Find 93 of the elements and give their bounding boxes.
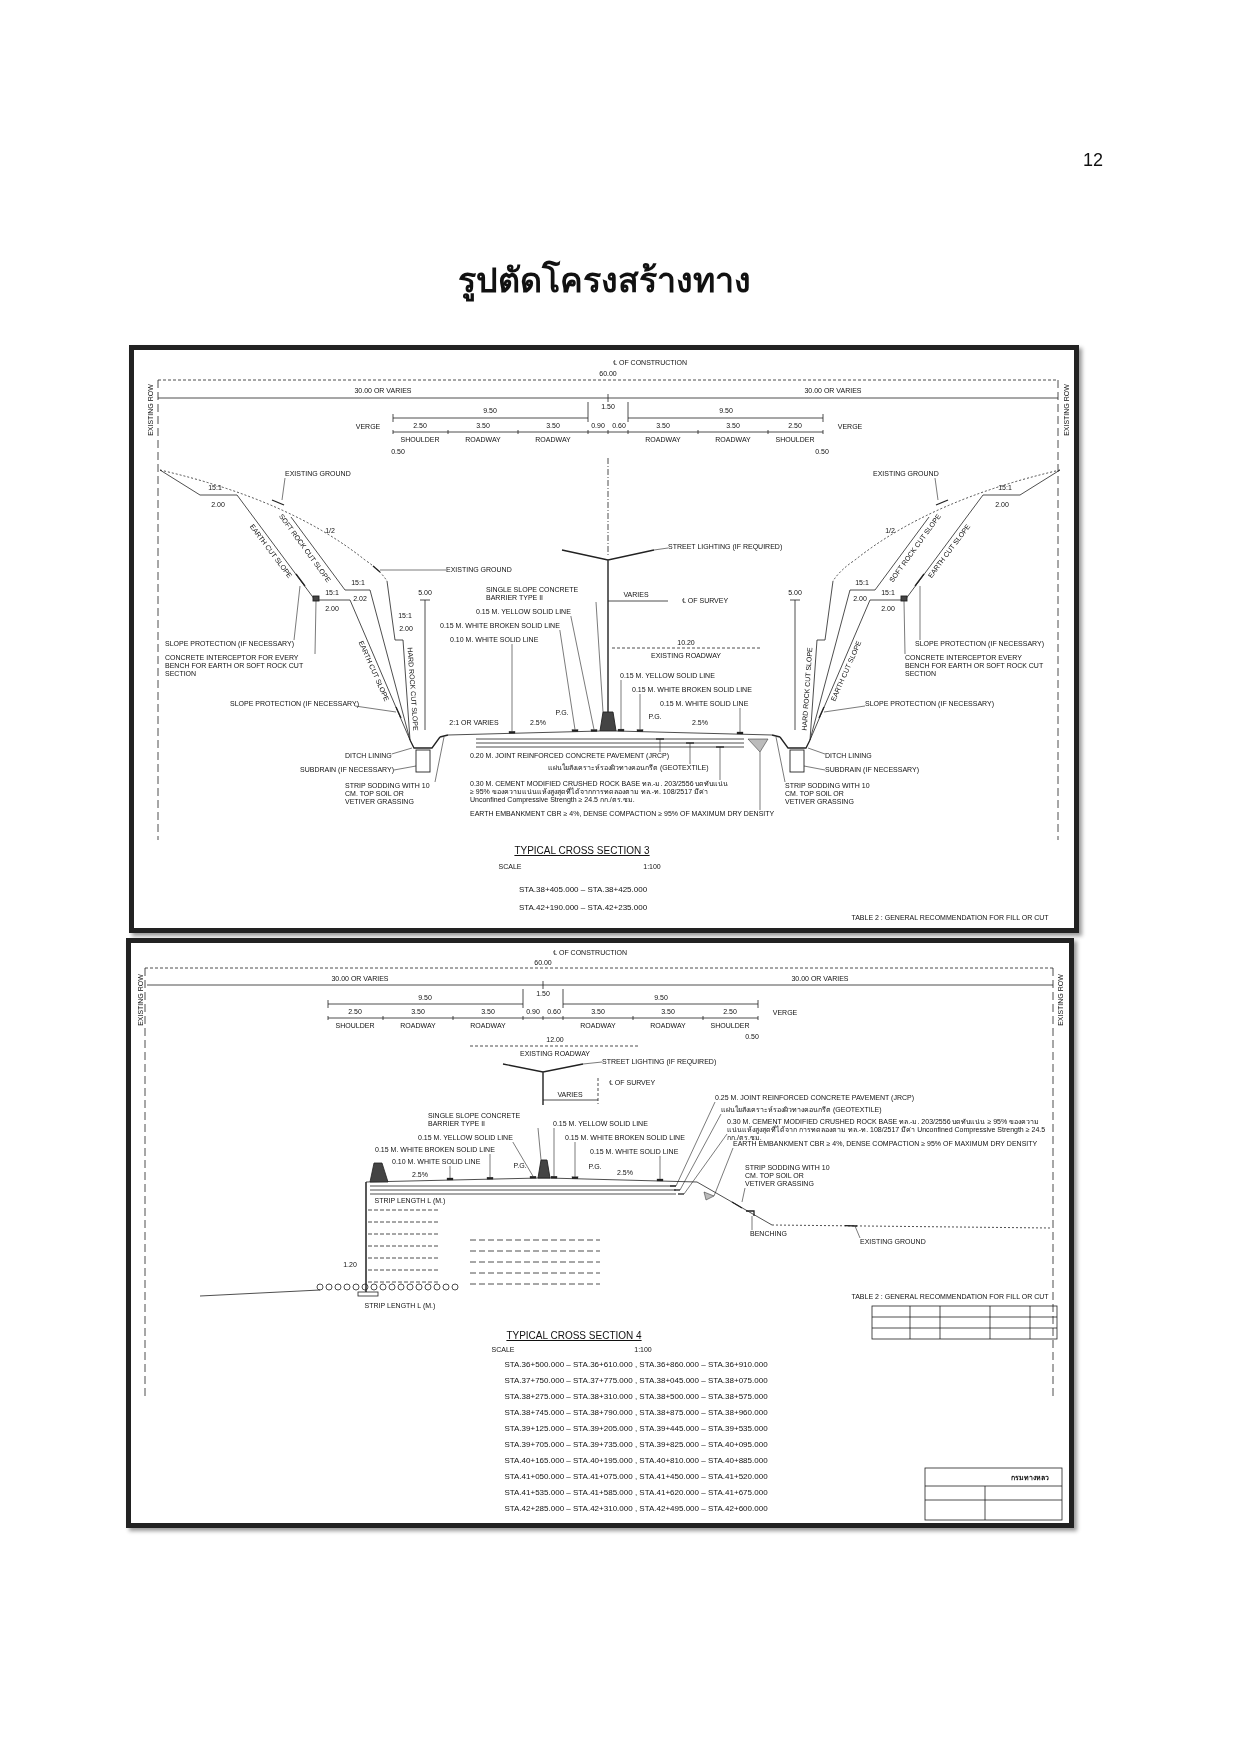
leader-line xyxy=(449,1165,451,1179)
lane-marking xyxy=(571,1176,579,1179)
leader-line xyxy=(919,585,921,641)
station-range: STA.38+405.000 – STA.38+425.000 xyxy=(518,886,648,894)
leader-line xyxy=(751,1215,753,1231)
leader-line xyxy=(314,600,317,655)
station-range: STA.37+750.000 – STA.37+775.000 , STA.38+045.000 – STA.38+075.000 xyxy=(504,1377,768,1385)
section-title: TYPICAL CROSS SECTION 4 xyxy=(506,1331,642,1341)
leader-line xyxy=(379,569,447,571)
page-number: 12 xyxy=(1083,151,1103,169)
ground-line xyxy=(844,1224,858,1227)
lane-marking xyxy=(571,729,579,732)
leader-line xyxy=(823,705,866,713)
street-light-drawing xyxy=(502,1063,584,1106)
barrier xyxy=(537,1159,551,1179)
leader-line xyxy=(854,1225,861,1239)
page-title: รูปตัดโครงสร้างทาง xyxy=(457,258,751,304)
ground-line xyxy=(935,499,949,506)
station-range: STA.40+165.000 – STA.40+195.000 , STA.40+810.000 – STA.40+885.000 xyxy=(504,1457,768,1465)
leader-line xyxy=(934,477,939,501)
slope-line xyxy=(295,573,306,587)
leader-line xyxy=(679,1113,722,1191)
leader-line xyxy=(620,679,622,730)
bench-step xyxy=(745,1210,755,1217)
station-range: STA.41+050.000 – STA.41+075.000 , STA.41+450.000 – STA.41+520.000 xyxy=(504,1473,768,1481)
leader-line xyxy=(489,1153,491,1178)
ditch xyxy=(779,736,811,749)
leader-line xyxy=(713,1147,734,1197)
leader-line xyxy=(393,765,417,771)
leader-line xyxy=(739,707,741,733)
leader-line xyxy=(653,547,669,551)
leader-line xyxy=(807,747,826,755)
sodding-strip xyxy=(731,1201,743,1209)
lane-marking xyxy=(636,729,644,732)
leader-line xyxy=(559,629,576,730)
lane-marking xyxy=(656,1178,664,1182)
station-range: STA.42+285.000 – STA.42+310.000 , STA.42+495.000 – STA.42+600.000 xyxy=(504,1505,768,1513)
slope-line xyxy=(818,706,825,719)
leader-line xyxy=(512,1141,534,1177)
leader-line xyxy=(582,1061,603,1065)
leader-line xyxy=(574,1141,576,1178)
lane-marking xyxy=(590,729,598,732)
leader-line xyxy=(354,705,397,713)
station-range: STA.41+535.000 – STA.41+585.000 , STA.41+620.000 – STA.41+675.000 xyxy=(504,1489,768,1497)
leader-line xyxy=(759,751,761,811)
lane-marking xyxy=(617,728,625,732)
sodding-strip xyxy=(771,734,781,738)
section-title: TYPICAL CROSS SECTION 3 xyxy=(514,846,650,856)
leader-line xyxy=(281,477,286,501)
ditch xyxy=(409,736,441,749)
leader-line xyxy=(659,738,661,753)
ground-line xyxy=(271,499,285,506)
leader-line xyxy=(903,600,906,655)
station-range: STA.42+190.000 – STA.42+235.000 xyxy=(518,904,648,912)
subdrain-pipe xyxy=(415,749,431,773)
leader-line xyxy=(675,1101,716,1187)
slope-line xyxy=(395,706,402,719)
leader-line xyxy=(639,693,641,730)
lane-marking xyxy=(486,1177,494,1180)
barrier xyxy=(599,711,617,732)
subdrain-pipe xyxy=(789,749,805,773)
station-range: STA.38+745.000 – STA.38+790.000 , STA.38+875.000 – STA.38+960.000 xyxy=(504,1409,768,1417)
leader-line xyxy=(570,615,595,730)
leader-line xyxy=(803,765,826,771)
slope-line xyxy=(914,573,925,587)
leader-line xyxy=(434,736,445,783)
station-range: STA.39+705.000 – STA.39+735.000 , STA.39+825.000 – STA.40+095.000 xyxy=(504,1441,768,1449)
lane-marking xyxy=(550,1176,558,1179)
embankment-fill xyxy=(747,738,769,753)
interceptor xyxy=(900,595,908,602)
leader-line xyxy=(683,1133,728,1195)
lane-marking xyxy=(529,1176,537,1179)
leader-line xyxy=(595,601,604,713)
interceptor xyxy=(312,595,320,602)
leader-line xyxy=(775,736,786,783)
leader-line xyxy=(391,747,413,755)
station-range: STA.38+275.000 – STA.38+310.000 , STA.38+500.000 – STA.38+575.000 xyxy=(504,1393,768,1401)
ground-line xyxy=(372,565,381,573)
station-range: STA.39+125.000 – STA.39+205.000 , STA.39+445.000 – STA.39+535.000 xyxy=(504,1425,768,1433)
sodding-strip xyxy=(439,734,449,738)
lane-marking xyxy=(446,1177,454,1181)
leader-line xyxy=(537,1127,542,1161)
leader-line xyxy=(741,1187,746,1203)
leader-line xyxy=(719,746,721,781)
leader-line xyxy=(511,643,513,732)
lane-marking xyxy=(508,731,516,734)
leader-line xyxy=(659,1155,661,1180)
lane-marking xyxy=(736,731,744,735)
leader-line xyxy=(553,1127,555,1177)
leader-line xyxy=(293,585,301,641)
embankment-fill xyxy=(703,1191,715,1201)
station-range: STA.36+500.000 – STA.36+610.000 , STA.36+860.000 – STA.36+910.000 xyxy=(504,1361,768,1369)
leader-line xyxy=(689,742,691,765)
